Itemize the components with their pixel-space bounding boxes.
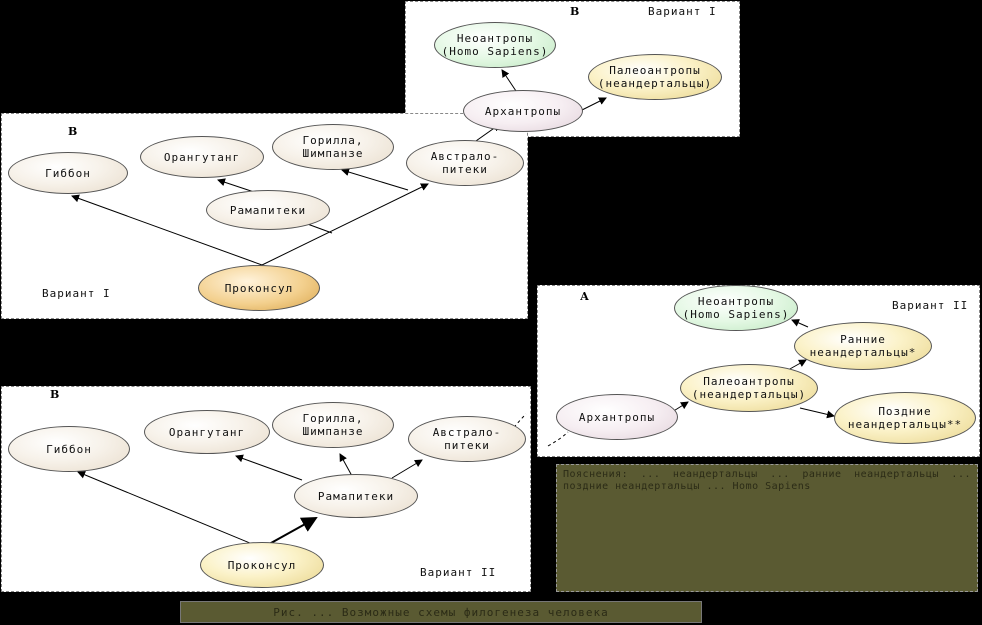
arrow-early-neoanthropes — [791, 319, 809, 328]
caption-text: Пояснения: ... неандертальцы ... ранние … — [556, 464, 978, 592]
panel-tag: В — [50, 388, 60, 401]
variant-label: Вариант II — [892, 299, 969, 312]
node-ramapithecus: Рамапитеки — [206, 190, 330, 230]
node-gibbon: Гиббон — [8, 152, 128, 194]
panel-tag: В — [68, 125, 78, 138]
arrow-paleoanthropes-late — [799, 407, 835, 419]
node-australopithecus: Австрало- питеки — [408, 416, 526, 462]
node-paleoanthropes: Палеоантропы (неандертальцы) — [588, 54, 722, 100]
variant-label: Вариант I — [648, 5, 717, 18]
arrow-to-gorilla — [341, 168, 409, 191]
node-archanthropes: Архантропы — [556, 394, 678, 440]
arrow-ramapithecus-gorilla — [339, 453, 353, 477]
node-gorilla: Горилла, Шимпанзе — [272, 402, 394, 448]
node-gorilla: Горилла, Шимпанзе — [272, 124, 394, 170]
panel-tag: А — [580, 290, 589, 303]
node-ramapithecus: Рамапитеки — [294, 474, 418, 518]
node-gibbon: Гиббон — [8, 426, 130, 472]
node-orangutan: Орангутанг — [140, 136, 264, 178]
node-neoanthropes: Неоантропы (Homo Sapiens) — [434, 22, 556, 68]
arrow-archanthropes-paleoanthropes — [581, 97, 607, 111]
node-paleoanthropes: Палеоантропы (неандертальцы) — [680, 364, 818, 412]
node-australopithecus: Австрало- питеки — [406, 140, 524, 186]
arrow-ramapithecus-australopithecus — [391, 459, 423, 479]
node-archanthropes: Архантропы — [463, 90, 583, 132]
arrow-ramapithecus-orangutan-2 — [235, 454, 303, 481]
node-early-neanderthals: Ранние неандертальцы* — [794, 322, 932, 370]
node-orangutan: Орангутанг — [144, 410, 270, 454]
node-late-neanderthals: Поздние неандертальцы** — [834, 392, 976, 444]
variant-label: Вариант I — [42, 287, 111, 300]
node-neoanthropes: Неоантропы (Homo Sapiens) — [674, 285, 798, 331]
node-proconsul: Проконсул — [198, 265, 320, 311]
figure-title: Рис. ... Возможные схемы филогенеза чело… — [180, 601, 702, 623]
dashed-entry — [547, 431, 569, 447]
variant-label: Вариант II — [420, 566, 497, 579]
arrow-proconsul-gibbon-2 — [77, 470, 263, 549]
panel-tag: В — [570, 5, 580, 18]
arrow-proconsul-australopithecus — [261, 183, 429, 266]
node-proconsul: Проконсул — [200, 542, 324, 588]
arrow-proconsul-gibbon — [71, 194, 263, 266]
